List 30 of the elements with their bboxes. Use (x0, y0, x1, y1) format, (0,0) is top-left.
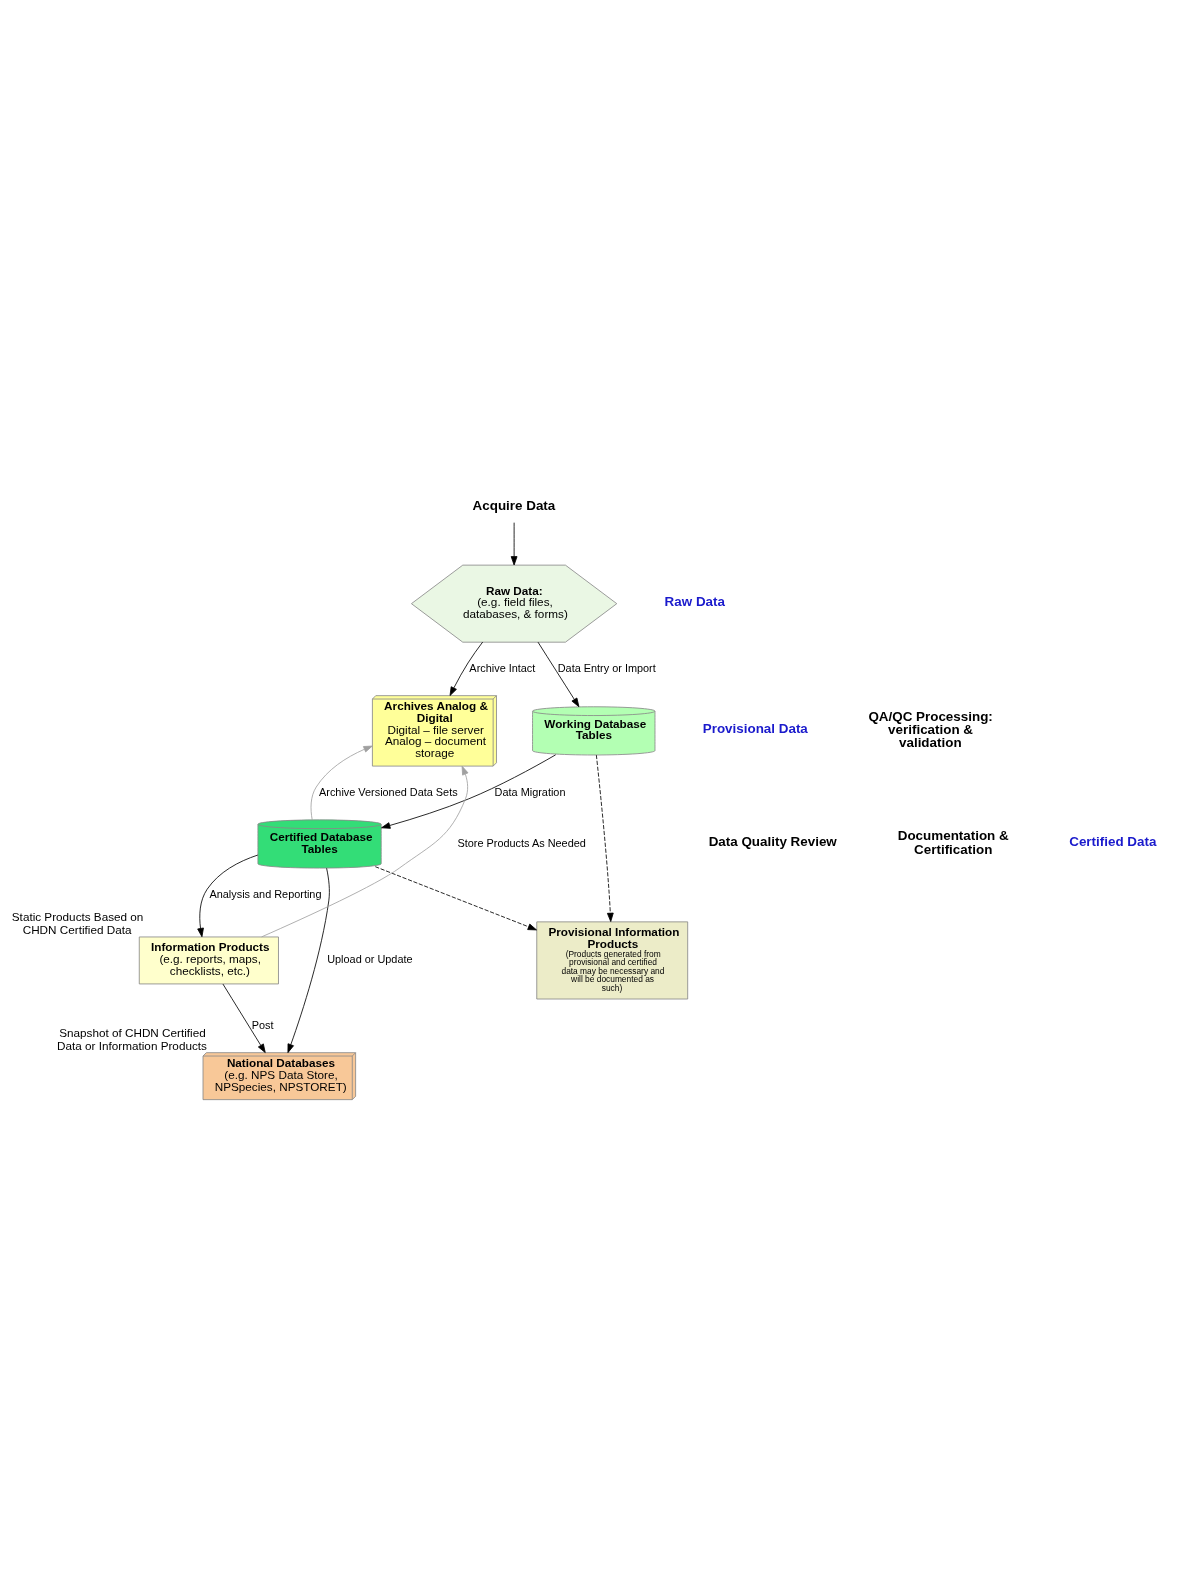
arrow (595, 754, 614, 922)
label: QA/QC Processing: verification & validation (868, 708, 993, 751)
edge-label: Archive Intact (469, 661, 536, 674)
edge-label: Analysis and Reporting (209, 887, 322, 900)
arrow (381, 754, 557, 829)
arrow (310, 745, 373, 821)
label: Data Quality Review (708, 834, 837, 850)
label: Provisional Data (702, 721, 808, 737)
label: Documentation & Certification (897, 828, 1009, 857)
arrow (449, 641, 484, 696)
arrow (287, 867, 330, 1054)
arrow (197, 854, 259, 938)
arrow (510, 522, 518, 566)
node-text: Acquire Data (472, 497, 556, 513)
label: Certified Data (1069, 834, 1157, 850)
arrow (222, 983, 266, 1053)
edge-label: Archive Versioned Data Sets (319, 785, 458, 798)
edge-label: Store Products As Needed (457, 836, 586, 849)
node-box: Information Products (e.g. reports, maps, checklists, etc.) (138, 936, 279, 985)
node-box: Provisional Information Products (Products generated from provisional and certified data may be necessary and will be documented as such) (536, 921, 689, 1000)
node-label: Snapshot of CHDN Certified Data or Information Products (57, 1025, 207, 1052)
edge-label: Upload or Update (327, 953, 413, 966)
arrow (374, 866, 537, 931)
edge-label: Data Migration (494, 785, 566, 798)
node-label: Static Products Based on CHDN Certified Data (11, 910, 144, 936)
edge-label: Data Entry or Import (557, 661, 656, 674)
arrow (537, 641, 580, 708)
label: Raw Data (664, 594, 725, 610)
arrow (261, 765, 469, 938)
edge-label: Post (251, 1018, 274, 1031)
